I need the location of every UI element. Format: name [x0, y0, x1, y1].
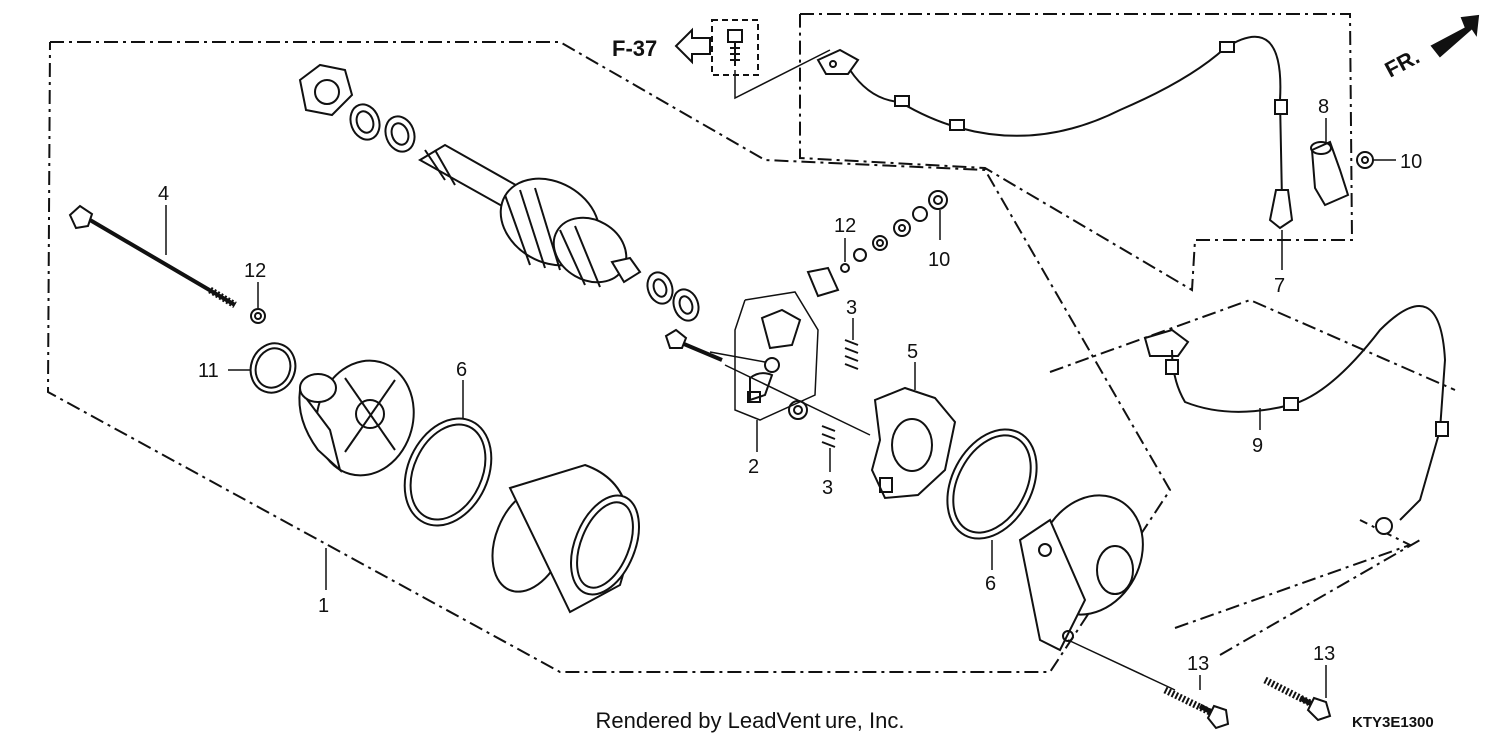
render-credit: Rendered by LeadVent ure, Inc. — [595, 708, 905, 733]
shim-washer-3 — [646, 271, 674, 305]
long-bolt — [68, 204, 237, 309]
mounting-bolt-left — [1163, 686, 1230, 730]
callout-label: 3 — [846, 297, 857, 319]
callout-label: 10 — [928, 249, 950, 271]
cable-nut — [1356, 151, 1374, 169]
callout-label: 9 — [1252, 435, 1263, 457]
gasket-ring-right — [946, 428, 1038, 540]
nut-small-4 — [912, 206, 928, 222]
callout-label: 3 — [822, 477, 833, 499]
nut-small-1 — [853, 248, 867, 262]
o-ring — [249, 342, 297, 394]
callout-label: 6 — [985, 573, 996, 595]
rear-cover — [1018, 494, 1144, 652]
shim-washer-2 — [384, 115, 416, 153]
callout-label: 12 — [834, 215, 856, 237]
reference-leader — [734, 49, 831, 100]
callout-label: 8 — [1318, 96, 1329, 118]
reference-code: F-37 — [612, 36, 657, 61]
brush-spring-lower — [821, 425, 836, 448]
front-arrow-icon — [1430, 14, 1480, 58]
front-cover — [298, 359, 415, 477]
callout-label: 12 — [244, 260, 266, 282]
brush-holder — [870, 386, 957, 500]
callout-label: 13 — [1313, 643, 1335, 665]
callout-label: 6 — [456, 359, 467, 381]
callout-label: 2 — [748, 456, 759, 478]
gasket-ring-left — [403, 417, 493, 527]
lower-bolt-boundary — [1219, 539, 1421, 656]
reference-bolt-icon — [727, 29, 743, 66]
callout-label: 5 — [907, 341, 918, 363]
washer-left — [250, 308, 266, 324]
nut-small-3 — [893, 219, 911, 237]
terminal-nut — [928, 190, 948, 210]
callout-label: 10 — [1400, 151, 1422, 173]
cable-group-boundary — [799, 13, 1354, 292]
insulator-plate — [806, 266, 840, 298]
mounting-bolt-right — [1263, 676, 1332, 722]
lower-cable-boundary — [1049, 298, 1456, 391]
terminal-bolt — [664, 328, 723, 362]
assembly-boundary — [46, 41, 1172, 673]
armature — [418, 143, 642, 288]
shim-washer-4 — [672, 288, 700, 322]
thrust-plate — [298, 63, 354, 117]
ground-cable — [1143, 305, 1449, 535]
upper-starter-cable — [816, 35, 1294, 230]
callout-label: 4 — [158, 183, 169, 205]
insulator-washer — [788, 400, 808, 420]
callout-label: 1 — [318, 595, 329, 617]
callout-label: 11 — [198, 360, 219, 382]
callout-label: 7 — [1274, 275, 1285, 297]
terminal-boot — [1310, 140, 1350, 207]
brush-terminal-box — [734, 291, 819, 421]
callout-label: 13 — [1187, 653, 1209, 675]
shim-washer-1 — [349, 103, 381, 141]
front-direction-label: FR. — [1381, 44, 1424, 83]
yoke-housing — [491, 463, 640, 614]
brush-spring-upper — [844, 339, 859, 370]
nut-small-2 — [872, 235, 888, 251]
lower-cable-boundary-2 — [1174, 519, 1413, 629]
reference-arrow-icon — [674, 27, 711, 65]
drawing-code: KTY3E1300 — [1352, 714, 1434, 731]
